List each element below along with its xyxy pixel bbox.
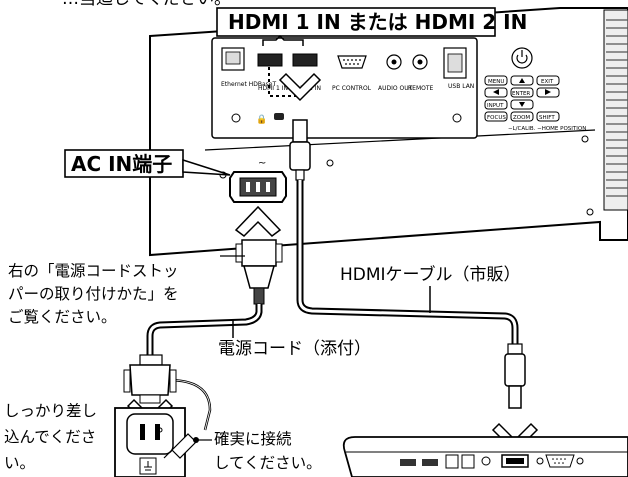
power-button-icon [511,47,533,69]
svg-text:EXIT: EXIT [541,79,554,85]
usb-port-icon [400,459,416,466]
insert-note: しっかり差し 込んでくださ い。 [4,402,97,472]
focus-button [484,111,508,122]
ac-in-socket: ~ [229,158,287,203]
control-note-text: −L/CALIB. −HOME POSITION [508,126,586,132]
svg-text:FOCUS: FOCUS [487,115,506,121]
ac-in-callout: AC IN端子 [64,149,231,178]
alternate-route-dotted [268,67,300,97]
wall-outlet [114,407,186,477]
power-plug [220,239,283,305]
port-label-remote: REMOTE [408,85,434,92]
lock-icon: 🔒 [256,114,267,125]
vga-port-icon [545,454,575,468]
lan-port-icon [461,454,475,469]
hdmi-in-callout: HDMI 1 IN または HDMI 2 IN [216,7,527,97]
connector-panel: Ethernet HDBaseT HDMI 1 IN HDMI 2 IN PC … [211,37,478,139]
hdmi-cable-label: HDMIケーブル（市販） [340,264,521,285]
laptop [342,436,628,477]
port-label-usb-lan: USB LAN [448,83,474,90]
audio-jack-icon [481,456,491,466]
power-cord-label: 電源コード（添付） [218,339,371,359]
hdmi-in-callout-text: HDMI 1 IN または HDMI 2 IN [228,10,527,34]
screw-icon [231,113,241,123]
svg-text:ZOOM: ZOOM [513,115,530,121]
port-label-ethernet: Ethernet HDBaseT [221,81,276,88]
screw-icon [586,208,594,216]
pc-control-port-icon [337,55,367,69]
ac-symbol-text: ~ [258,158,266,169]
hdmi1-port-icon [257,53,283,67]
hdmi-plug-projector [278,72,322,181]
usb-port-icon [422,459,438,466]
svg-text:MENU: MENU [488,79,504,85]
port-label-hdmi1: HDMI 1 IN [258,85,288,92]
security-slot-icon [274,113,284,120]
screw-icon [581,135,589,143]
shift-button [536,111,560,122]
ground-terminal [163,433,212,459]
insert-note-line2: 込んでくださ [4,428,96,446]
port-label-pc-control: PC CONTROL [332,85,372,92]
exit-button [536,75,560,86]
insert-note-line3: い。 [4,454,35,472]
enter-button [510,87,534,98]
insert-note-line1: しっかり差し [4,402,97,420]
input-button [484,99,508,110]
zoom-button [510,111,534,122]
cables [146,180,519,431]
svg-text:SHIFT: SHIFT [539,115,555,121]
svg-text:INPUT: INPUT [487,103,504,109]
connect-note-line1: 確実に接続 [214,430,292,448]
vent-grille [603,9,628,211]
menu-button [484,75,508,86]
hdmi-plug-pc [491,343,539,454]
port-label-audio-out: AUDIO OUT [378,85,413,92]
control-panel: MENU EXIT ENTER INPUT FOCUS ZOOM SHIFT −… [484,47,586,132]
stopper-note-line1: 右の「電源コードストッ [8,262,179,280]
stopper-note-line3: ご覧ください。 [8,308,117,326]
top-fragment-text: …当迄してください。 [62,0,231,9]
arrow-up-icon [278,72,322,102]
wall-plug [123,354,177,404]
connect-note-line2: してください。 [214,454,322,472]
stopper-note: 右の「電源コードストッ パーの取り付けかた」を ご覧ください。 [8,262,179,326]
svg-text:ENTER: ENTER [512,91,530,97]
hdmi2-port-icon [292,53,318,67]
arrow-up-icon [234,205,282,237]
screw-icon [326,159,334,167]
screw-icon [452,113,462,123]
lan-port-icon [445,454,459,469]
stopper-note-line2: パーの取り付けかた」を [8,285,179,303]
ac-in-callout-text: AC IN端子 [71,152,172,176]
connect-note: 確実に接続 してください。 [214,430,322,472]
